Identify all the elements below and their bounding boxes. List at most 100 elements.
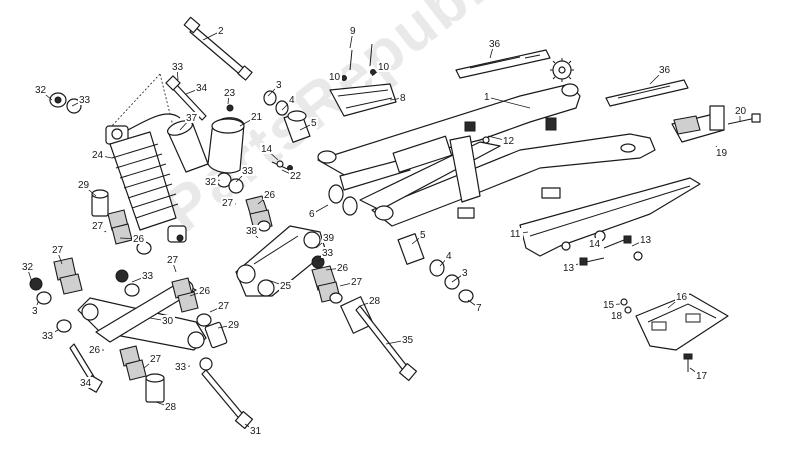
callout-bg-c3a [275,79,283,90]
callout-c33b: 33 [172,62,184,73]
decal-sticker-left [455,49,551,79]
callout-bg-c33f [41,330,55,341]
callout-c33f: 33 [42,331,54,342]
callout-bg-c10b [377,61,391,72]
callout-bg-c8 [399,92,407,103]
callout-c26c: 26 [337,263,349,274]
callout-bg-c36a [488,38,502,49]
callout-bg-c27d [166,254,180,265]
linkage-rocker [235,225,327,297]
bolt-13-pair [561,230,643,266]
callout-bg-c4b [445,250,453,261]
bearing-stack-rocker [311,255,374,334]
callout-bg-c28b [164,401,178,412]
chain-guard [519,177,701,257]
callout-c34a: 34 [196,83,208,94]
callout-c18: 18 [611,311,623,322]
callout-c33c: 33 [242,166,254,177]
callout-bg-c12 [502,135,516,146]
callout-bg-c32a [34,84,48,95]
washers-6 [328,184,358,216]
callout-c22: 22 [290,171,302,182]
callout-c38: 38 [246,226,258,237]
callout-bg-c4a [288,94,296,105]
callout-c4b: 4 [446,251,452,262]
callout-c20: 20 [735,106,747,117]
callout-c32a: 32 [35,85,47,96]
callout-c19: 19 [716,148,728,159]
callout-bg-c22 [289,170,303,181]
callout-c36b: 36 [659,65,671,76]
callout-c6: 6 [309,209,315,220]
callout-c31: 31 [250,426,262,437]
callout-bg-c33e [141,270,155,281]
callout-bg-c25 [279,280,293,291]
callout-bg-c9 [349,25,357,36]
callout-bg-c28a [368,295,382,306]
callout-c11: 11 [510,229,521,240]
nut-washer-upper-left [49,92,82,114]
swing-arm [317,83,656,227]
callout-c26e: 26 [89,345,101,356]
callout-bg-c36b [658,64,672,75]
spacer-stack-left [91,189,152,255]
callout-c2: 2 [218,26,224,37]
callout-c10b: 10 [378,62,390,73]
callout-bg-c26e [88,344,102,355]
callout-c15: 15 [603,300,615,311]
callout-bg-c26a [263,189,277,200]
callout-c13a: 13 [640,235,652,246]
callout-c26a: 26 [264,190,276,201]
callout-c35: 35 [402,335,414,346]
callout-bg-c26d [198,285,212,296]
callout-c33e: 33 [142,271,154,282]
callout-bg-c34b [79,377,93,388]
callout-c26d: 26 [199,286,211,297]
callout-bg-c21 [250,111,264,122]
callout-c10a: 10 [329,72,341,83]
callout-c29a: 29 [78,180,90,191]
callout-bg-c7 [475,302,483,313]
callout-c27g: 27 [150,354,162,365]
callout-c16: 16 [676,292,688,303]
cog-emblem [550,58,574,82]
callout-c17: 17 [696,371,708,382]
callout-bg-c16 [675,291,689,302]
chain-tensioner [671,105,761,143]
callout-bg-c13a [639,234,653,245]
callout-c26b: 26 [133,234,145,245]
callout-c8: 8 [400,93,406,104]
callout-c13b: 13 [563,263,575,274]
callout-bg-c18 [610,310,624,321]
callout-c9: 9 [350,26,356,37]
callout-bg-c2 [217,25,225,36]
callout-c25: 25 [280,281,292,292]
callout-c27f: 27 [218,301,230,312]
callout-bg-c27c [51,244,65,255]
callout-bg-c15 [602,299,616,310]
callout-bg-c27g [149,353,163,364]
leader-line-c1 [486,96,531,109]
callout-bg-c39 [322,232,336,243]
spacer-stack-bottom [119,345,213,403]
callout-bg-c32c [21,261,35,272]
long-bolt-31 [201,369,254,430]
long-bolt-35 [355,305,418,382]
callout-c5b: 5 [420,230,426,241]
shock-reservoir [167,104,295,174]
callout-c28a: 28 [369,296,381,307]
callout-c3a: 3 [276,80,282,91]
callout-bg-c17 [695,370,709,381]
callout-bg-c33a [78,94,92,105]
callout-bg-c24 [91,149,105,160]
skid-plate [620,293,729,372]
callout-c27a: 27 [222,198,234,209]
callout-bg-c27e [350,276,364,287]
callout-bg-c3c [31,305,39,316]
callout-c37: 37 [186,113,198,124]
callout-bg-c30 [161,315,175,326]
callout-bg-c35 [401,334,415,345]
callout-bg-c31 [249,425,263,436]
callout-bg-c20 [734,105,748,116]
